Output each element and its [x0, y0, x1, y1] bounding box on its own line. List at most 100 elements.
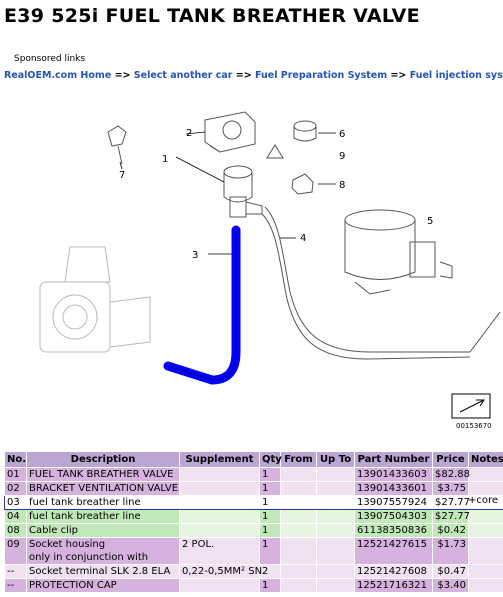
cell-description: PROTECTION CAP — [26, 578, 180, 593]
table-row[interactable]: 09 Socket housing only in conjunction wi… — [4, 537, 503, 565]
col-header-price: Price — [432, 451, 469, 468]
callout-6: 6 — [339, 129, 345, 140]
cell-from — [280, 481, 317, 496]
cell-up-to — [316, 523, 355, 538]
cell-from — [280, 578, 317, 593]
cell-supplement — [179, 523, 260, 538]
part-4-line-drawing — [264, 206, 501, 353]
col-header-qty: Qty — [259, 451, 282, 468]
table-row[interactable]: 04 fuel tank breather line 1 13907504303… — [4, 509, 503, 524]
callout-2: 2 — [186, 128, 192, 139]
cell-up-to — [316, 495, 355, 510]
cell-no: 02 — [4, 481, 27, 496]
direction-arrow-icon — [451, 393, 491, 419]
cell-price: $0.47 — [432, 564, 469, 579]
cell-up-to — [316, 481, 355, 496]
callout-5: 5 — [427, 216, 433, 227]
cell-notes — [468, 523, 503, 538]
cell-from — [280, 495, 317, 510]
cell-supplement — [179, 495, 260, 510]
breadcrumb-system-link[interactable]: Fuel Preparation System — [254, 70, 388, 81]
cell-part-number[interactable]: 13901433603 — [354, 467, 433, 482]
breadcrumb-select-car-link[interactable]: Select another car — [133, 70, 233, 81]
cell-price: $27.77 — [432, 509, 470, 524]
cell-supplement — [179, 467, 260, 482]
cell-supplement — [179, 578, 260, 593]
cell-part-number[interactable]: 13907557924 — [354, 495, 433, 510]
part-8-connector-drawing — [291, 173, 314, 195]
cell-qty: 2 — [259, 564, 281, 579]
part-4-line-lower-drawing — [261, 213, 471, 360]
cell-up-to — [316, 564, 355, 579]
table-row[interactable]: -- PROTECTION CAP 1 12521716321 $3.40 — [4, 578, 503, 593]
part-2-bracket-drawing — [204, 111, 256, 153]
cell-part-number[interactable]: 61138350836 — [354, 523, 433, 538]
cell-qty: 1 — [259, 578, 281, 593]
col-header-up-to: Up To — [316, 451, 355, 468]
cell-supplement: 2 POL. — [179, 537, 260, 565]
cell-description: Cable clip — [26, 523, 180, 538]
cell-from — [280, 523, 317, 538]
callout-4: 4 — [300, 233, 306, 244]
throttle-body-drawing — [39, 246, 151, 353]
cell-part-number[interactable]: 12521716321 — [354, 578, 433, 593]
cell-description: fuel tank breather line — [26, 495, 180, 510]
note-core-charge: +core — [468, 495, 499, 506]
callout-8: 8 — [339, 180, 345, 191]
sponsored-links-label: Sponsored links — [14, 54, 86, 64]
warning-triangle-icon — [266, 144, 284, 159]
col-header-notes: Notes — [468, 451, 503, 468]
breadcrumb-separator: => — [114, 70, 131, 81]
cell-up-to — [316, 537, 355, 565]
table-row[interactable]: 02 BRACKET VENTILATION VALVE 1 139014336… — [4, 481, 503, 496]
cell-up-to — [316, 467, 355, 482]
cell-part-number[interactable]: 13907504303 — [354, 509, 433, 524]
callout-9: 9 — [339, 151, 345, 162]
cell-notes — [468, 509, 503, 524]
cell-notes — [468, 564, 503, 579]
cell-description: FUEL TANK BREATHER VALVE — [26, 467, 180, 482]
cell-from — [280, 564, 317, 579]
col-header-from: From — [280, 451, 317, 468]
cell-part-number[interactable]: 12521427615 — [354, 537, 433, 565]
cell-supplement — [179, 509, 260, 524]
breadcrumb-subsystem-link[interactable]: Fuel injection system — [409, 70, 503, 81]
cell-qty: 1 — [259, 523, 281, 538]
cell-notes — [468, 467, 503, 482]
col-header-supplement: Supplement — [179, 451, 260, 468]
cell-price: $0.42 — [432, 523, 469, 538]
diagram-id: 00153670 — [456, 422, 492, 430]
cell-description-line2: only in conjunction with — [29, 552, 149, 563]
parts-diagram[interactable]: 2 1 6 9 8 7 3 4 5 00153670 — [0, 102, 503, 442]
table-row[interactable]: 08 Cable clip 1 61138350836 $0.42 — [4, 523, 503, 538]
cell-description: Socket terminal SLK 2.8 ELA — [26, 564, 180, 579]
cell-price: $82.88 — [432, 467, 470, 482]
callout-3: 3 — [192, 250, 198, 261]
cell-part-number[interactable]: 13901433601 — [354, 481, 433, 496]
table-row[interactable]: -- Socket terminal SLK 2.8 ELA 0,22-0,5M… — [4, 564, 503, 579]
breadcrumb: RealOEM.com Home => Select another car =… — [4, 70, 503, 81]
breadcrumb-separator: => — [390, 70, 407, 81]
table-row-selected[interactable]: 03 fuel tank breather line 1 13907557924… — [4, 495, 503, 510]
cell-no: 09 — [4, 537, 27, 565]
cell-part-number[interactable]: 12521427608 — [354, 564, 433, 579]
cell-no: 01 — [4, 467, 27, 482]
cell-price: $1.73 — [432, 537, 469, 565]
cell-price: $27.77 — [432, 495, 470, 510]
part-7-clip-drawing — [107, 125, 127, 165]
cell-from — [280, 537, 317, 565]
table-row[interactable]: 01 FUEL TANK BREATHER VALVE 1 1390143360… — [4, 467, 503, 482]
part-1-valve-drawing — [223, 165, 263, 218]
cell-qty: 1 — [259, 537, 281, 565]
cell-qty: 1 — [259, 481, 281, 496]
breadcrumb-separator: => — [235, 70, 252, 81]
breadcrumb-home-link[interactable]: RealOEM.com Home — [4, 70, 112, 81]
cell-description-line1: Socket housing — [29, 539, 106, 550]
cell-supplement: 0,22-0,5MM² SN — [179, 564, 262, 579]
table-header-row: No. Description Supplement Qty From Up T… — [4, 451, 503, 468]
cell-qty: 1 — [259, 467, 281, 482]
cell-description: BRACKET VENTILATION VALVE — [26, 481, 180, 496]
callout-7: 7 — [119, 170, 125, 181]
cell-no: 08 — [4, 523, 27, 538]
part-3-highlighted-hose[interactable] — [163, 225, 241, 385]
